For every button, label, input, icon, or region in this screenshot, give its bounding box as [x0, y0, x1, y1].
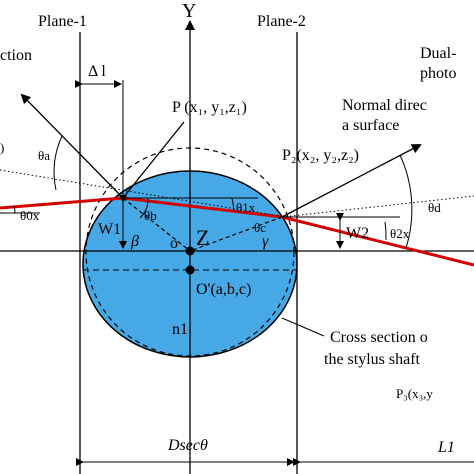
theta-1x-label: θ1x — [236, 200, 256, 215]
cross-section-label-line1: Cross section o — [330, 329, 428, 346]
plane-2-label: Plane-2 — [257, 13, 306, 30]
dotted-extension-left — [0, 169, 286, 218]
arc-theta-0x — [13, 205, 16, 214]
theta-0x-label: θ0x — [20, 208, 40, 223]
laser-beam — [0, 196, 474, 267]
dual-label-line1: Dual- — [420, 45, 456, 62]
ray-p1-upleft — [20, 93, 124, 199]
theta-c-label: θc — [254, 220, 266, 235]
l1-label: L1 — [437, 439, 455, 456]
center-o-prime-dot — [185, 265, 195, 275]
o-label: o — [170, 235, 178, 252]
plane-1-label: Plane-1 — [38, 13, 87, 30]
beta-label: β — [130, 233, 139, 250]
normal-label-line2: a surface — [342, 117, 399, 134]
partial-direction-label: ction — [0, 47, 32, 64]
theta-b-label: θb — [144, 208, 157, 223]
p2-label: P₂(x₂, y₂,z₂) — [282, 147, 359, 164]
ray-p1-to-o — [122, 197, 191, 252]
arc-theta-1x — [231, 197, 235, 212]
cross-section-leader — [281, 317, 325, 337]
theta-d-label: θd — [428, 200, 441, 215]
w2-label: W2 — [346, 225, 369, 242]
normal-label-line1: Normal direc — [342, 97, 427, 114]
dual-label-line2: photo — [420, 65, 456, 82]
delta-l-label: Δ l — [88, 63, 106, 80]
n1-label: n1 — [172, 321, 188, 338]
theta-a-label: θa — [38, 148, 50, 163]
arc-theta-2x — [384, 221, 387, 241]
o-prime-label: O'(a,b,c) — [196, 281, 251, 298]
arc-theta-a — [53, 135, 63, 191]
partial-bracket-label: ) — [0, 140, 4, 155]
p3-label: P₃(x₃,y — [396, 386, 433, 401]
normal-ray-p2 — [281, 144, 422, 218]
p1-label: P (x₁, y₁,z₁) — [172, 99, 247, 116]
dsec-label: Dsecθ — [167, 437, 208, 454]
w1-label: W1 — [98, 221, 121, 238]
z-label: Z — [196, 225, 209, 250]
arc-theta-b — [139, 198, 149, 219]
ray-p1-up — [122, 121, 185, 199]
center-o-dot — [185, 246, 195, 256]
gamma-label: γ — [262, 233, 269, 250]
y-axis-label: Y — [182, 0, 196, 22]
arc-theta-d — [399, 154, 413, 249]
dotted-extension-right — [281, 195, 474, 218]
theta-2x-label: θ2x — [390, 226, 410, 241]
cross-section-label-line2: the stylus shaft — [324, 351, 421, 368]
ray-p2-to-o — [189, 216, 283, 252]
